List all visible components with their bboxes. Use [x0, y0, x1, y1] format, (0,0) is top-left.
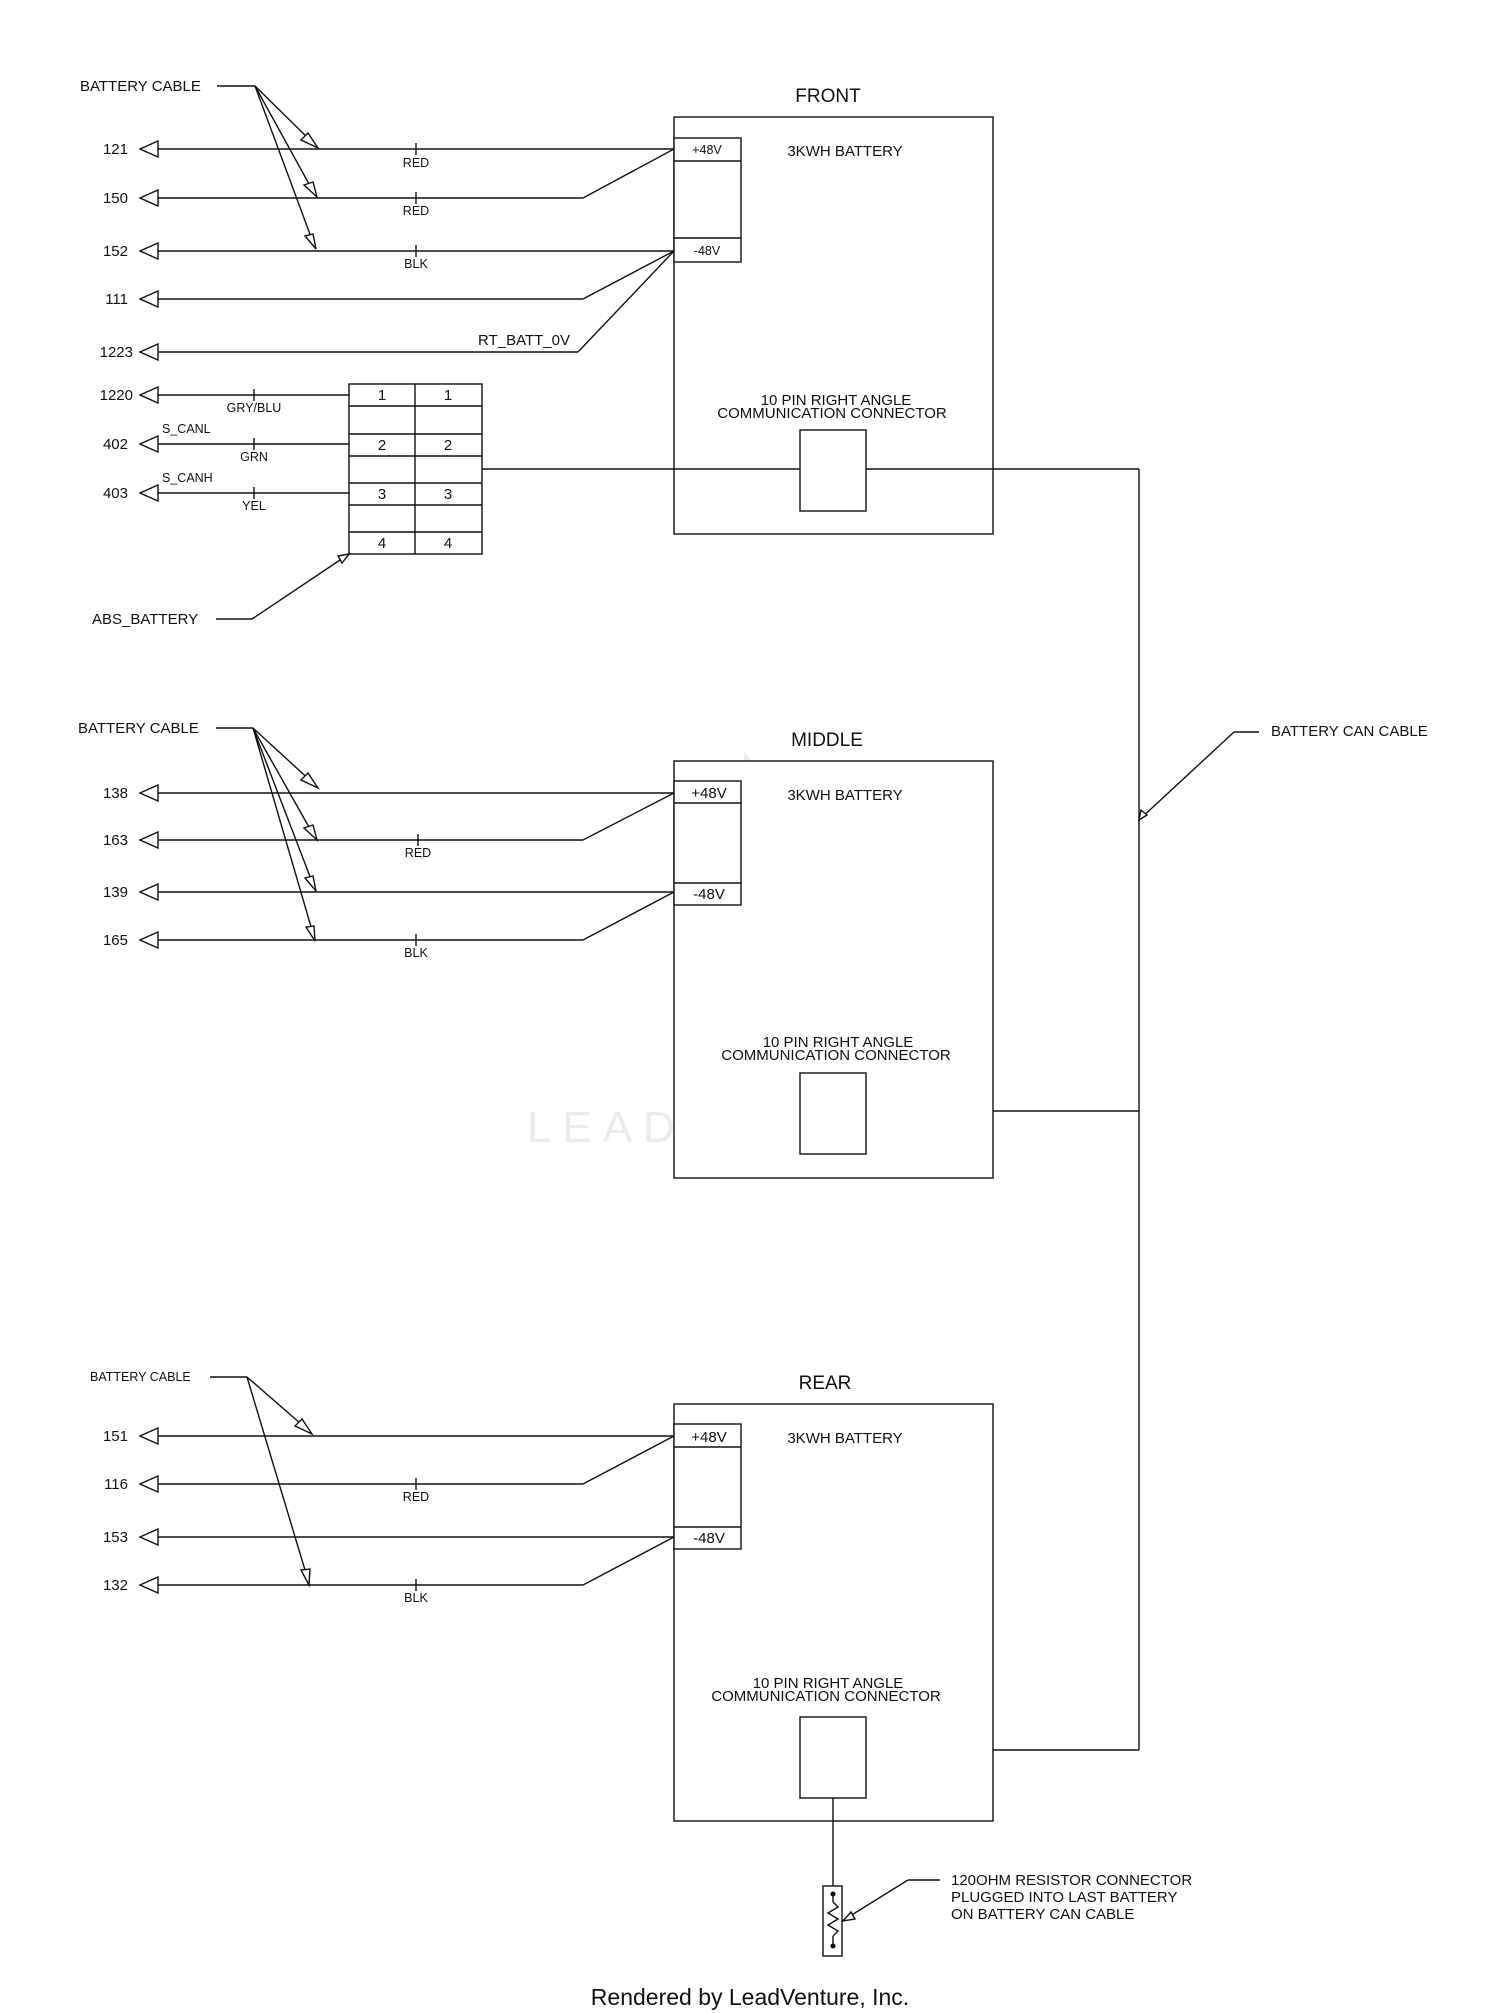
rear-connector-line2: COMMUNICATION CONNECTOR [711, 1688, 941, 1705]
wire-121-arrow [138, 139, 159, 159]
wire-150-label: 150 [103, 190, 128, 207]
s-canl-label: S_CANL [162, 422, 211, 436]
rt-batt-label: RT_BATT_0V [478, 332, 570, 349]
rear-battery-cable: BATTERY CABLE [90, 1370, 314, 1588]
wire-150-arrow [138, 188, 159, 208]
rear-title: REAR [799, 1373, 852, 1394]
abs-battery-label: ABS_BATTERY [92, 611, 198, 628]
middle-title: MIDDLE [791, 730, 863, 751]
wire-116-label: 116 [104, 1476, 128, 1493]
rear-terminal-block [673, 1423, 742, 1550]
front-title: FRONT [795, 86, 861, 107]
pin-1-right: 1 [444, 387, 452, 404]
front-comm-connector [799, 429, 867, 512]
front-connector-line1: 10 PIN RIGHT ANGLE [761, 392, 912, 409]
wire-121-label: 121 [103, 141, 128, 158]
rear-minus-terminal: -48V [693, 1530, 725, 1547]
middle-terminal-block [673, 780, 742, 906]
wire-403-color: YEL [242, 499, 266, 513]
rear-battery-label: 3KWH BATTERY [787, 1430, 902, 1447]
resistor-icon [826, 1901, 840, 1937]
middle-connector-line1: 10 PIN RIGHT ANGLE [763, 1034, 914, 1051]
rear-comm-connector [799, 1716, 867, 1799]
resistor-note-line3: ON BATTERY CAN CABLE [951, 1906, 1134, 1923]
front-battery-cable-label: BATTERY CABLE [80, 78, 201, 95]
front-plus-terminal: +48V [692, 143, 722, 157]
wire-138-label: 138 [103, 785, 128, 802]
wire-121-color: RED [403, 156, 429, 170]
wire-165-color: BLK [404, 946, 428, 960]
middle-connector-line2: COMMUNICATION CONNECTOR [721, 1047, 951, 1064]
termination-resistor: 120OHM RESISTOR CONNECTOR PLUGGED INTO L… [822, 1798, 1192, 1957]
resistor-note-line2: PLUGGED INTO LAST BATTERY [951, 1889, 1177, 1906]
middle-battery-cable: BATTERY CABLE [78, 720, 320, 942]
pin-3-right: 3 [444, 486, 452, 503]
middle-battery: MIDDLE 3KWH BATTERY +48V -48V 10 PIN RIG… [673, 730, 994, 1179]
wire-152-color: BLK [404, 257, 428, 271]
wire-132-label: 132 [103, 1577, 128, 1594]
wire-153-label: 153 [103, 1529, 128, 1546]
footer-credit: Rendered by LeadVenture, Inc. [591, 1984, 909, 2010]
wire-163-color: RED [405, 846, 431, 860]
wire-139-label: 139 [103, 884, 128, 901]
wire-163-label: 163 [103, 832, 128, 849]
wire-1220-color: GRY/BLU [227, 401, 282, 415]
middle-battery-label: 3KWH BATTERY [787, 787, 902, 804]
rear-battery: REAR 3KWH BATTERY +48V -48V 10 PIN RIGHT… [673, 1373, 994, 1822]
wire-116-color: RED [403, 1490, 429, 1504]
wire-150-color: RED [403, 204, 429, 218]
pin-1-left: 1 [378, 387, 386, 404]
front-terminal-block [673, 137, 742, 263]
wire-111-arrow [138, 289, 159, 309]
pin-2-left: 2 [378, 437, 386, 454]
middle-battery-cable-label: BATTERY CABLE [78, 720, 199, 737]
pin-4-left: 4 [378, 535, 386, 552]
middle-comm-connector [799, 1072, 867, 1155]
pin-4-right: 4 [444, 535, 452, 552]
wire-402-label: 402 [103, 436, 128, 453]
rear-battery-cable-label: BATTERY CABLE [90, 1370, 191, 1384]
wire-152-label: 152 [103, 243, 128, 260]
middle-minus-terminal: -48V [693, 886, 725, 903]
rear-plus-terminal: +48V [691, 1429, 726, 1446]
rear-wires: 151 116 RED 153 132 BLK [103, 1426, 675, 1605]
wire-1223-label: 1223 [100, 344, 133, 361]
wire-1223-arrow [138, 342, 159, 362]
s-canh-label: S_CANH [162, 471, 213, 485]
middle-plus-terminal: +48V [691, 785, 726, 802]
front-minus-terminal: -48V [694, 244, 721, 258]
rear-connector-line1: 10 PIN RIGHT ANGLE [753, 1675, 904, 1692]
wire-132-color: BLK [404, 1591, 428, 1605]
wire-111-label: 111 [105, 291, 128, 308]
front-connector-line2: COMMUNICATION CONNECTOR [717, 405, 947, 422]
resistor-note-line1: 120OHM RESISTOR CONNECTOR [951, 1872, 1192, 1889]
middle-wires: 138 163 RED 139 165 BLK [103, 783, 675, 960]
wire-152-arrow [138, 241, 159, 261]
wire-403-label: 403 [103, 485, 128, 502]
wire-165-label: 165 [103, 932, 128, 949]
front-battery-cable: BATTERY CABLE [80, 78, 320, 250]
abs-connector: 1 1 2 2 3 3 4 4 1220 GRY/BLU 402 GRN S_C… [92, 383, 483, 628]
front-battery-label: 3KWH BATTERY [787, 143, 902, 160]
front-wires: 121 RED 150 RED 152 BLK 111 1223 RT_BATT… [100, 139, 675, 362]
pin-2-right: 2 [444, 437, 452, 454]
wire-1220-label: 1220 [100, 387, 133, 404]
wire-151-label: 151 [103, 1428, 128, 1445]
front-battery: FRONT 3KWH BATTERY +48V -48V 10 PIN RIGH… [673, 86, 994, 535]
battery-can-cable-label: BATTERY CAN CABLE [1271, 723, 1428, 740]
pin-3-left: 3 [378, 486, 386, 503]
wire-402-color: GRN [240, 450, 268, 464]
